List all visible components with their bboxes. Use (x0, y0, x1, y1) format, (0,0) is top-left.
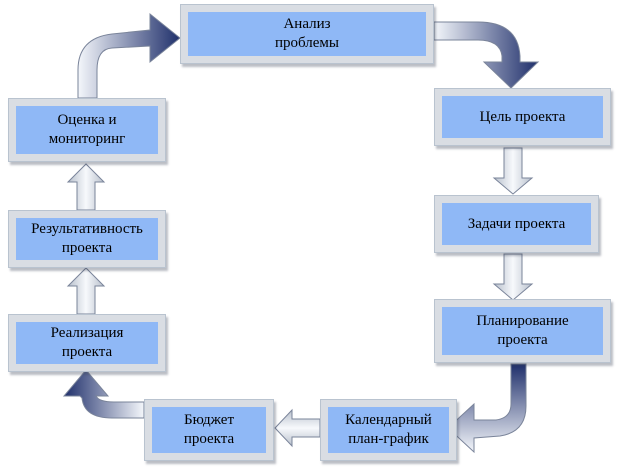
block-arrow-tasks-to-planning (492, 253, 534, 301)
curved-arrow-analysis-to-goal (433, 21, 540, 89)
node-calendar-schedule: Календарный план-график (320, 399, 457, 461)
block-arrow-effectiveness-to-evaluation (66, 163, 106, 211)
node-project-planning-fill: Планирование проекта (442, 307, 603, 355)
node-problem-analysis-fill: Анализ проблемы (188, 12, 426, 56)
node-project-effectiveness-fill: Результативность проекта (16, 218, 158, 260)
node-project-tasks-fill: Задачи проекта (442, 203, 591, 245)
node-project-effectiveness-label: Результативность проекта (31, 221, 143, 256)
node-problem-analysis: Анализ проблемы (180, 4, 434, 64)
curved-arrow-budget-to-implementation (62, 369, 145, 419)
node-calendar-schedule-label: Календарный план-график (345, 412, 432, 447)
node-evaluation-monitoring-label: Оценка и мониторинг (48, 112, 126, 147)
node-project-implementation-fill: Реализация проекта (16, 322, 158, 364)
node-project-implementation-label: Реализация проекта (50, 325, 124, 360)
node-project-goal: Цель проекта (434, 88, 611, 146)
block-arrow-implementation-to-effectiveness (66, 267, 106, 315)
node-project-tasks-label: Задачи проекта (467, 215, 566, 232)
block-arrow-schedule-to-budget (274, 408, 321, 448)
node-project-goal-label: Цель проекта (479, 108, 566, 125)
node-evaluation-monitoring: Оценка и мониторинг (8, 98, 166, 162)
node-project-tasks: Задачи проекта (434, 195, 599, 253)
node-project-budget-fill: Бюджет проекта (152, 407, 266, 453)
block-arrow-goal-to-tasks (492, 147, 534, 195)
node-project-budget: Бюджет проекта (144, 399, 274, 461)
node-calendar-schedule-fill: Календарный план-график (328, 407, 449, 453)
node-project-implementation: Реализация проекта (8, 314, 166, 372)
node-project-effectiveness: Результативность проекта (8, 210, 166, 268)
node-problem-analysis-label: Анализ проблемы (275, 16, 339, 51)
node-project-goal-fill: Цель проекта (442, 96, 603, 138)
node-project-planning: Планирование проекта (434, 299, 611, 363)
curved-arrow-monitoring-to-analysis (77, 12, 181, 99)
node-project-budget-label: Бюджет проекта (183, 412, 235, 447)
node-project-planning-label: Планирование проекта (476, 313, 569, 348)
node-evaluation-monitoring-fill: Оценка и мониторинг (16, 106, 158, 154)
curved-arrow-planning-to-schedule (447, 363, 527, 454)
